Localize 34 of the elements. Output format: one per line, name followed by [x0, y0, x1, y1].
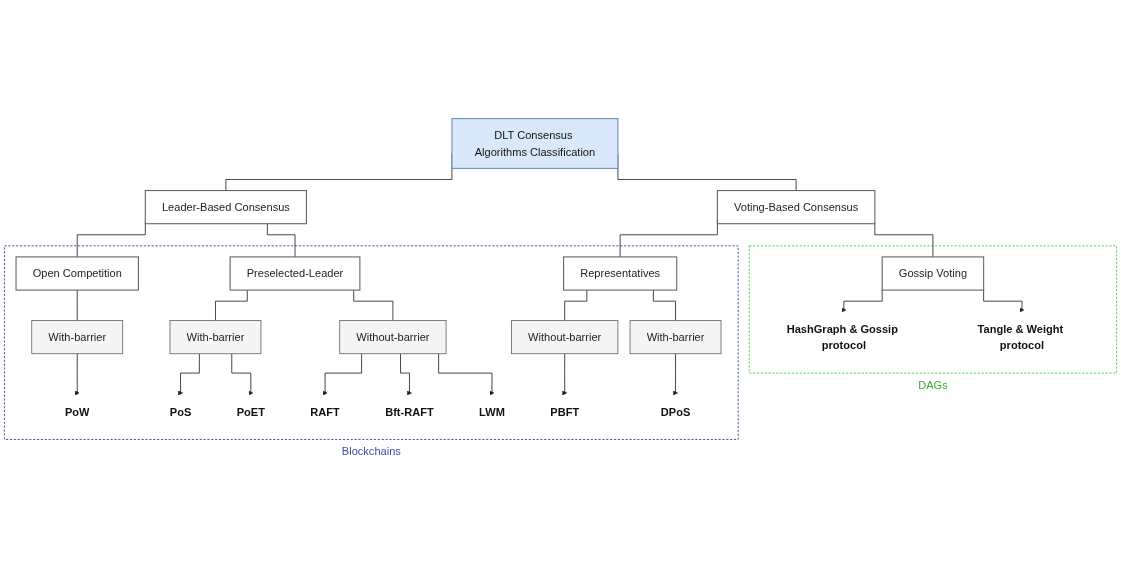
node-text: RAFT: [310, 405, 340, 418]
node-text: Bft-RAFT: [385, 405, 434, 418]
node-text: PoS: [169, 405, 192, 418]
node-box: Representatives: [563, 256, 678, 291]
node-label: Blockchains: [341, 445, 401, 458]
connector: [76, 221, 146, 258]
node-box: Gossip Voting: [881, 256, 985, 291]
node-box: Without-barrier: [339, 320, 447, 355]
node-box: Open Competition: [15, 256, 139, 291]
connector: [215, 289, 248, 321]
node-box: With-barrier: [629, 320, 722, 355]
node-box: With-barrier: [31, 320, 124, 355]
connector: [874, 222, 934, 258]
connector: [564, 289, 588, 321]
node-text: Tangle & Weight protocol: [977, 322, 1064, 352]
cluster: [748, 245, 1117, 374]
node-box: Without-barrier: [511, 320, 619, 355]
node-text: PoW: [64, 405, 90, 418]
node-text: PBFT: [550, 405, 580, 418]
connector: [652, 289, 676, 321]
node-box: DLT Consensus Algorithms Classification: [451, 118, 619, 169]
connector: [266, 223, 296, 258]
node-box: Leader-Based Consensus: [144, 189, 307, 225]
cluster: [4, 245, 739, 440]
node-box: Voting-Based Consensus: [716, 189, 876, 225]
node-text: PoET: [236, 405, 265, 418]
connector: [353, 289, 394, 321]
node-text: DPoS: [660, 405, 691, 418]
connector: [76, 289, 78, 321]
node-box: With-barrier: [169, 320, 262, 355]
node-label: DAGs: [918, 378, 948, 391]
node-text: HashGraph & Gossip protocol: [786, 322, 898, 352]
node-text: LWM: [479, 405, 505, 418]
node-box: Preselected-Leader: [229, 256, 361, 291]
